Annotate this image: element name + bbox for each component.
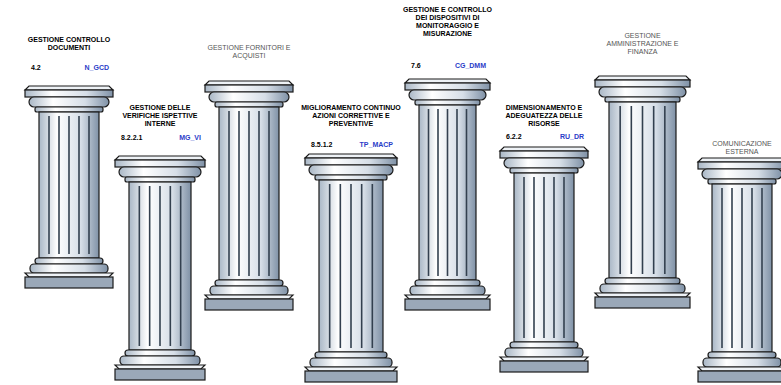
pillar-node: DIMENSIONAMENTO E ADEGUATEZZA DELLE RISO… bbox=[500, 104, 588, 374]
pillar-node: GESTIONE FORNITORI E ACQUISTI bbox=[205, 44, 293, 312]
pillar-node: GESTIONE CONTROLLO DOCUMENTI4.2N_GCD bbox=[25, 36, 113, 290]
pillar-node: GESTIONE E CONTROLLO DEI DISPOSITIVI DI … bbox=[405, 6, 490, 312]
pillar-heading: COMUNICAZIONE ESTERNA bbox=[704, 140, 780, 156]
pillar-heading: GESTIONE CONTROLLO DOCUMENTI bbox=[21, 36, 117, 52]
pillar-illustration bbox=[115, 155, 205, 382]
section-number: 4.2 bbox=[31, 64, 41, 71]
section-number: 6.2.2 bbox=[506, 133, 522, 140]
section-number: 7.6 bbox=[411, 62, 421, 69]
pillar-illustration bbox=[500, 146, 588, 374]
section-number: 8.2.2.1 bbox=[121, 134, 142, 141]
pillar-illustration bbox=[698, 157, 781, 384]
section-number: 8.5.1.2 bbox=[311, 141, 332, 148]
procedure-code: CG_DMM bbox=[455, 62, 486, 69]
procedure-code: N_GCD bbox=[84, 64, 109, 71]
pillar-illustration bbox=[595, 75, 690, 310]
pillar-heading: GESTIONE E CONTROLLO DEI DISPOSITIVI DI … bbox=[398, 6, 498, 38]
pillar-node: COMUNICAZIONE ESTERNA bbox=[698, 140, 781, 384]
pillar-illustration bbox=[405, 78, 490, 312]
pillar-node: GESTIONE AMMINISTRAZIONE E FINANZA bbox=[595, 32, 690, 310]
pillar-heading: DIMENSIONAMENTO E ADEGUATEZZA DELLE RISO… bbox=[496, 104, 592, 128]
pillar-node: GESTIONE DELLE VERIFICHE ISPETTIVE INTER… bbox=[115, 104, 205, 382]
pillar-heading: MIGLIORAMENTO CONTINUO AZIONI CORRETTIVE… bbox=[301, 104, 401, 128]
pillar-heading: GESTIONE AMMINISTRAZIONE E FINANZA bbox=[595, 32, 691, 56]
procedure-code: TP_MACP bbox=[360, 141, 393, 148]
pillar-illustration bbox=[305, 153, 397, 384]
pillar-heading: GESTIONE FORNITORI E ACQUISTI bbox=[204, 44, 294, 60]
pillar-node: MIGLIORAMENTO CONTINUO AZIONI CORRETTIVE… bbox=[305, 104, 397, 384]
procedure-code: MG_VI bbox=[179, 134, 201, 141]
pillar-illustration bbox=[25, 85, 113, 290]
pillar-heading: GESTIONE DELLE VERIFICHE ISPETTIVE INTER… bbox=[110, 104, 210, 128]
procedure-code: RU_DR bbox=[560, 133, 584, 140]
pillar-illustration bbox=[205, 80, 293, 312]
